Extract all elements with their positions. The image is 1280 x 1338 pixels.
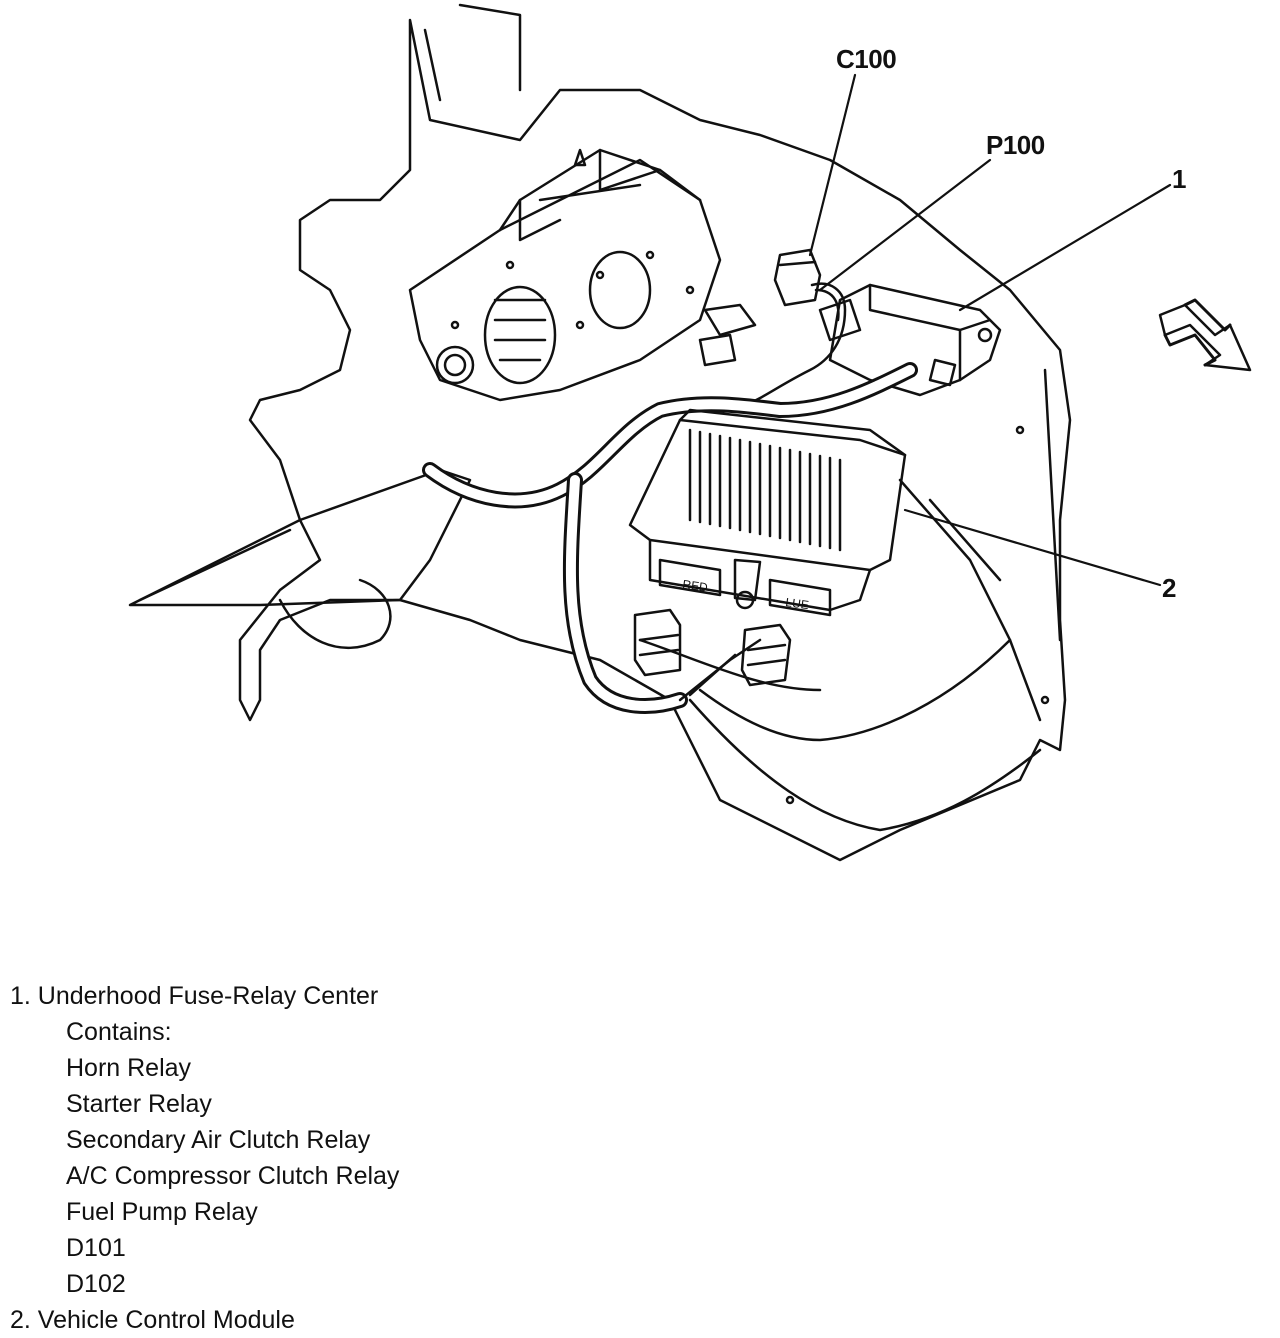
legend-relay-horn: Horn Relay xyxy=(66,1054,192,1082)
callout-item-1: 1 xyxy=(1172,164,1186,194)
inner-fender xyxy=(638,368,1062,832)
shock-tower xyxy=(408,148,722,402)
fuse-relay-center xyxy=(818,283,1002,397)
leader-lines xyxy=(808,73,1172,587)
leader-p100 xyxy=(818,158,992,292)
vehicle-control-module xyxy=(628,408,907,617)
component-locator-diagram: RED LUE xyxy=(128,3,1252,862)
legend-relay-secondary-air: Secondary Air Clutch Relay xyxy=(66,1126,371,1154)
callout-c100: C100 xyxy=(836,44,897,74)
legend-relay-ac-compressor: A/C Compressor Clutch Relay xyxy=(66,1162,400,1190)
legend: 1. Underhood Fuse-Relay Center Contains:… xyxy=(10,978,910,1338)
legend-diode-d102: D102 xyxy=(66,1270,126,1298)
legend-item-1: 1. Underhood Fuse-Relay Center xyxy=(10,982,379,1010)
legend-relay-fuel-pump: Fuel Pump Relay xyxy=(66,1198,258,1226)
leader-item2 xyxy=(903,508,1162,587)
leader-item1 xyxy=(958,183,1172,312)
legend-item-2: 2. Vehicle Control Module xyxy=(10,1306,295,1334)
forward-arrow-icon xyxy=(1158,298,1252,372)
fender-panel xyxy=(128,3,1072,862)
module-label-blue: LUE xyxy=(785,595,810,612)
legend-contains-label: Contains: xyxy=(66,1018,172,1046)
leader-c100 xyxy=(808,73,857,257)
legend-diode-d101: D101 xyxy=(66,1234,126,1262)
callout-p100: P100 xyxy=(986,130,1045,160)
legend-relay-starter: Starter Relay xyxy=(66,1090,212,1118)
connector-c100 xyxy=(743,248,847,407)
callout-item-2: 2 xyxy=(1162,573,1176,603)
wiring-harness xyxy=(422,362,918,714)
module-label-red: RED xyxy=(682,577,709,594)
module-connectors xyxy=(633,608,792,687)
bulkhead-connector xyxy=(698,303,757,367)
